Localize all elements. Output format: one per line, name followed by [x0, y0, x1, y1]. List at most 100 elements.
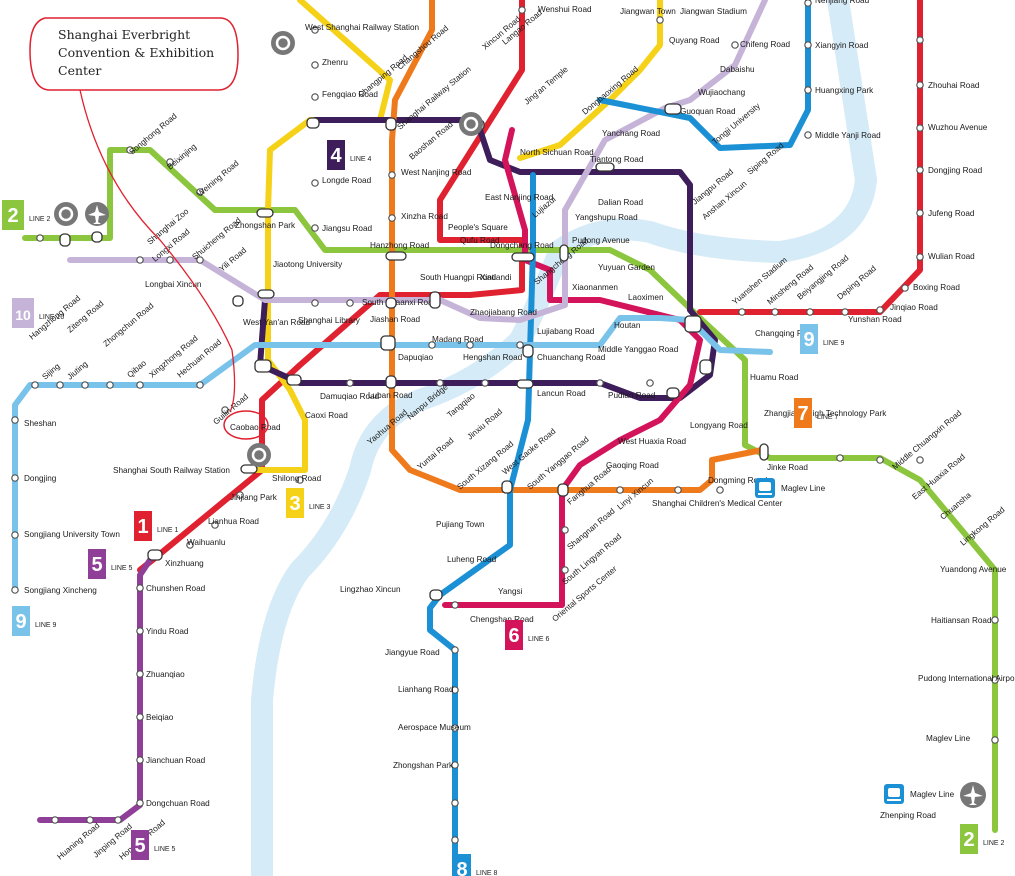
- station-dot: [136, 713, 144, 721]
- station-dot: [804, 41, 812, 49]
- station-dot: [916, 253, 924, 261]
- station-dot: [114, 816, 122, 824]
- station-label: Shilong Road: [272, 474, 322, 483]
- line4-route: [257, 117, 718, 401]
- station-label: Pudian Road: [608, 391, 656, 400]
- station-dot: [516, 341, 524, 349]
- line-badge-box: [800, 324, 818, 354]
- line-badge-number: 2: [963, 829, 974, 851]
- station-label: Lingzhao Xincun: [340, 585, 401, 594]
- station-label: Qufu Road: [460, 236, 500, 245]
- station-label: Chengshan Road: [470, 615, 534, 624]
- station-label: Wujiaochang: [698, 88, 746, 97]
- station-label: Maglev Line: [926, 734, 971, 743]
- station-dot: [451, 601, 459, 609]
- line-badge-box: [131, 830, 149, 860]
- station-label: Yangsi: [498, 587, 523, 596]
- station-label: Hengshan Road: [463, 353, 523, 362]
- station-label: Dongchuan Road: [146, 799, 210, 808]
- maglev-legend-label: Maglev Line: [781, 484, 826, 493]
- line-badge-box: [794, 398, 812, 428]
- station-dot: [166, 158, 174, 166]
- station-label: Dongjing Road: [928, 166, 983, 175]
- station-label: Lujiabang Road: [537, 327, 595, 336]
- station-dot: [11, 474, 19, 482]
- station-label: Middle Yanggao Road: [598, 345, 679, 354]
- station-label: Zhaojiabang Road: [470, 308, 537, 317]
- station-dot: [388, 171, 396, 179]
- station-label: South Huangpi Road: [420, 273, 496, 282]
- station-dot: [806, 308, 814, 316]
- line7-route: [389, 0, 765, 493]
- station-label: Jinqiao Road: [890, 303, 938, 312]
- station-label: Caobao Road: [230, 423, 281, 432]
- station-label: Qibao: [126, 358, 149, 379]
- station-dot: [236, 491, 244, 499]
- station-dot: [991, 736, 999, 744]
- station-label: Lingkong Road: [959, 505, 1007, 548]
- station-dot: [11, 586, 19, 594]
- line-badge-number: 8: [456, 859, 467, 876]
- station-dot: [451, 646, 459, 654]
- station-label: Zhongchun Road: [102, 301, 156, 349]
- callout-line-3: Center: [58, 63, 101, 78]
- callout-line-1: Shanghai Everbright: [58, 27, 190, 42]
- line-badge-box: [286, 488, 304, 518]
- station-dot: [311, 224, 319, 232]
- station-dot: [311, 179, 319, 187]
- station-label: West Shanghai Railway Station: [305, 23, 420, 32]
- line-badge-label: LINE 8: [476, 870, 498, 876]
- line-badge-label: LINE 5: [154, 846, 176, 853]
- station-label: Damuqiao Road: [320, 392, 380, 401]
- line-badge-box: [327, 140, 345, 170]
- station-label: Yuyuan Garden: [598, 263, 655, 272]
- station-dot: [346, 299, 354, 307]
- station-label: Hanzhong Road: [370, 241, 430, 250]
- line-badge-label: LINE 7: [817, 414, 839, 421]
- station-label: Jiangsu Road: [322, 224, 373, 233]
- station-dot: [136, 627, 144, 635]
- station-label: Jianchuan Road: [146, 756, 206, 765]
- station-label: Pujiang Town: [436, 520, 485, 529]
- station-label: Jiangwan Stadium: [680, 7, 747, 16]
- station-label: Wuzhou Avenue: [928, 123, 988, 132]
- line-badge-label: LINE 2: [29, 216, 51, 223]
- station-label: Yuntai Road: [416, 436, 456, 472]
- line-badge-box: [453, 854, 471, 876]
- station-dot: [196, 188, 204, 196]
- station-label: Longbai Xincun: [145, 280, 202, 289]
- station-label: Linyi Xincun: [616, 476, 656, 512]
- station-label: Zhangjiang High Technology Park: [764, 409, 887, 418]
- line-badge-label: LINE 9: [35, 622, 57, 629]
- station-label: Lancun Road: [537, 389, 586, 398]
- station-dot: [916, 209, 924, 217]
- station-label: Aerospace Museum: [398, 723, 471, 732]
- station-dot: [196, 256, 204, 264]
- station-dot: [136, 584, 144, 592]
- station-label: Sheshan: [24, 419, 57, 428]
- station-dot: [451, 761, 459, 769]
- station-label: West Yan'an Road: [243, 318, 311, 327]
- station-dot: [346, 379, 354, 387]
- station-dot: [136, 256, 144, 264]
- station-label: West Nanjing Road: [401, 168, 472, 177]
- station-label: Jing'an Temple: [523, 65, 571, 107]
- railway-station-icon: [54, 202, 78, 226]
- station-dot: [616, 486, 624, 494]
- station-label: Zhenru: [322, 58, 348, 67]
- station-dot: [596, 379, 604, 387]
- station-dot: [561, 526, 569, 534]
- station-label: Xinzhuang: [165, 559, 204, 568]
- station-label: Changqing Road: [755, 329, 817, 338]
- station-dot: [211, 521, 219, 529]
- station-label: Tiantong Road: [590, 155, 644, 164]
- station-dot: [136, 381, 144, 389]
- station-dot: [11, 531, 19, 539]
- station-dot: [518, 6, 526, 14]
- station-label: South Shaanxi Road: [362, 298, 438, 307]
- station-dot: [186, 541, 194, 549]
- station-dot: [804, 131, 812, 139]
- station-label: Lianhang Road: [398, 685, 454, 694]
- station-dot: [106, 381, 114, 389]
- station-label: Beixinjing: [166, 142, 199, 172]
